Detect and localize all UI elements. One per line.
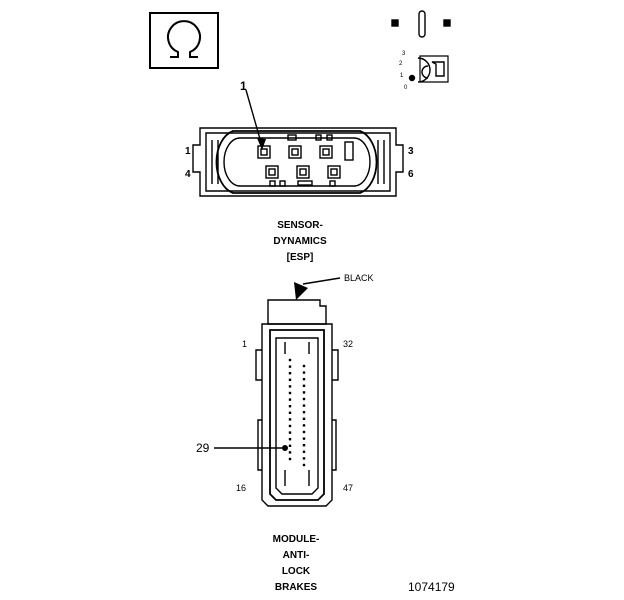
abs-pin-cavity xyxy=(288,372,292,375)
abs-pin-cavity xyxy=(302,364,306,368)
abs-pin-32-label: 32 xyxy=(343,339,354,349)
connector-color-label: BLACK xyxy=(344,273,374,283)
abs-pin-cavity xyxy=(302,391,306,394)
key-position-0: 0 xyxy=(404,85,408,91)
callout-arrow-1 xyxy=(257,138,266,150)
abs-pin-cavity xyxy=(302,378,306,381)
sensor-pin-6-label: 6 xyxy=(408,169,414,180)
abs-pin-cavity xyxy=(302,457,306,460)
key-position-2: 2 xyxy=(399,61,403,67)
abs-pin-cavity xyxy=(288,431,292,434)
abs-pin-cavity xyxy=(288,411,292,414)
abs-connector-housing xyxy=(255,299,339,507)
abs-pin-cavity xyxy=(288,365,292,368)
abs-pin-cavity xyxy=(302,444,306,447)
sensor-name-line-2: DYNAMICS xyxy=(273,236,327,247)
abs-name-line-1: MODULE- xyxy=(272,534,320,545)
sensor-name-line-3: [ESP] xyxy=(286,252,314,263)
abs-pin-cavity xyxy=(288,391,292,395)
sensor-connector-name: SENSOR- DYNAMICS [ESP] xyxy=(250,220,350,264)
abs-connector-name: MODULE- ANTI- LOCK BRAKES xyxy=(246,534,346,594)
abs-pin-cavity xyxy=(288,418,292,421)
abs-pin-cavity xyxy=(288,451,292,454)
abs-name-line-4: BRAKES xyxy=(274,582,318,593)
abs-pin-array xyxy=(288,358,306,467)
pin-29-marker xyxy=(282,445,288,451)
abs-pin-cavity xyxy=(288,444,292,447)
sensor-pin-4-label: 4 xyxy=(185,169,191,180)
abs-pin-cavity xyxy=(302,437,306,440)
omega-icon xyxy=(149,12,219,69)
abs-pin-47-label: 47 xyxy=(343,483,354,493)
abs-name-line-2: ANTI- xyxy=(282,550,310,561)
abs-pin-cavity xyxy=(302,371,306,374)
sensor-pin-3-label: 3 xyxy=(408,146,414,157)
abs-pin-cavity xyxy=(302,450,306,453)
abs-pin-cavity xyxy=(302,430,306,434)
abs-pin-cavity xyxy=(288,438,292,441)
abs-pin-cavity xyxy=(302,424,306,427)
abs-pin-cavity xyxy=(288,358,292,362)
abs-pin-cavity xyxy=(302,397,306,401)
sensor-pin-1-label: 1 xyxy=(185,146,191,157)
abs-pin-cavity xyxy=(302,384,306,387)
abs-pin-cavity xyxy=(288,378,292,381)
key-icon xyxy=(391,10,451,83)
abs-pin-cavity xyxy=(288,385,292,388)
abs-pin-cavity xyxy=(288,424,292,428)
sensor-name-line-1: SENSOR- xyxy=(277,220,323,231)
black-leader xyxy=(302,277,341,285)
abs-pin-cavity xyxy=(302,411,306,414)
abs-pin-16-label: 16 xyxy=(236,483,247,493)
abs-callout-number: 29 xyxy=(196,441,210,455)
abs-pin-cavity xyxy=(302,404,306,407)
abs-pin-cavity xyxy=(288,405,292,408)
abs-name-line-3: LOCK xyxy=(281,566,311,577)
abs-pin-cavity xyxy=(302,463,306,467)
sensor-callout-number: 1 xyxy=(240,79,247,93)
key-position-3: 3 xyxy=(402,51,406,57)
callout-leader-1 xyxy=(245,89,263,147)
figure-number: 1074179 xyxy=(408,580,455,594)
abs-pin-cavity xyxy=(302,417,306,420)
sensor-connector-housing xyxy=(192,127,404,197)
abs-pin-1-label: 1 xyxy=(242,339,248,349)
abs-pin-cavity xyxy=(288,398,292,401)
black-arrow xyxy=(294,282,308,300)
key-position-1: 1 xyxy=(400,73,404,79)
abs-pin-cavity xyxy=(288,457,292,461)
